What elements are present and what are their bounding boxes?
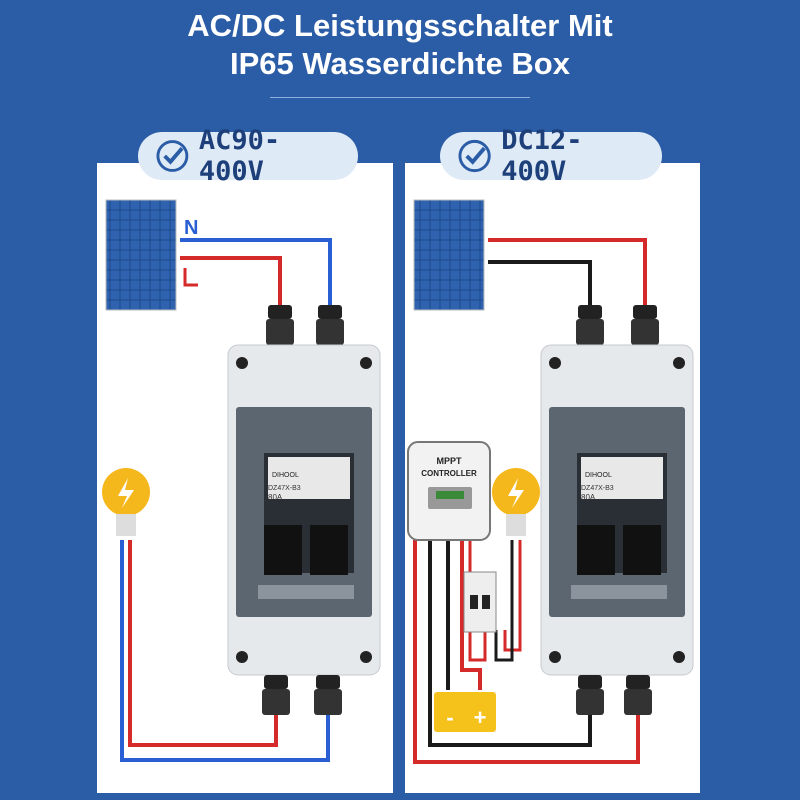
- breaker-icon: [463, 571, 497, 633]
- cable-gland: [314, 675, 342, 715]
- cable-gland: [316, 305, 344, 345]
- l-marker: [183, 268, 198, 287]
- check-circle-icon: [156, 140, 189, 172]
- breaker-rating: 80A: [581, 493, 596, 502]
- light-bulb-icon: [492, 468, 540, 536]
- ac-voltage-badge: AC90-400V: [138, 125, 358, 187]
- breaker-brand: DIHOOL: [585, 472, 612, 479]
- solar-panel-icon: [105, 199, 177, 311]
- wire-live: [180, 256, 282, 310]
- title-line-2: IP65 Wasserdichte Box: [230, 46, 570, 81]
- cable-gland: [266, 305, 294, 345]
- battery-icon: - +: [434, 692, 496, 732]
- ac-voltage-label: AC90-400V: [198, 125, 281, 187]
- breaker-box: [540, 344, 694, 676]
- wire-positive: [488, 238, 647, 310]
- breaker-model: DZ47X-B3: [268, 485, 301, 492]
- controller-label-1: MPPT: [436, 456, 462, 466]
- controller-label-2: CONTROLLER: [421, 469, 477, 478]
- cable-gland: [262, 675, 290, 715]
- cable-gland: [631, 305, 659, 345]
- breaker-brand: DIHOOL: [272, 472, 299, 479]
- battery-minus: -: [446, 705, 453, 730]
- cable-gland: [624, 675, 652, 715]
- breaker-model: DZ47X-B3: [581, 485, 614, 492]
- cable-gland: [576, 675, 604, 715]
- solar-panel-icon: [413, 199, 485, 311]
- wire-bulb-neg: [494, 540, 514, 662]
- wire-out-black: [428, 540, 592, 747]
- breaker-rating: 80A: [268, 493, 283, 502]
- divider: [270, 97, 530, 98]
- light-bulb-icon: [102, 468, 150, 536]
- wire-out-red: [128, 540, 278, 747]
- dc-voltage-label: DC12-400V: [501, 125, 583, 187]
- cable-gland: [576, 305, 604, 345]
- dc-voltage-badge: DC12-400V: [440, 125, 662, 187]
- wire-neutral: [180, 238, 332, 310]
- title-line-1: AC/DC Leistungsschalter Mit: [187, 8, 613, 43]
- check-circle-icon: [458, 139, 491, 173]
- wire-battery-pos: [460, 540, 482, 690]
- wire-out-red: [413, 540, 640, 764]
- wire-negative: [488, 260, 592, 310]
- breaker-box: [227, 344, 381, 676]
- wire-out-blue: [120, 540, 330, 762]
- battery-plus: +: [474, 705, 487, 730]
- mppt-controller: MPPT CONTROLLER: [407, 441, 491, 541]
- label-n: N: [184, 217, 198, 239]
